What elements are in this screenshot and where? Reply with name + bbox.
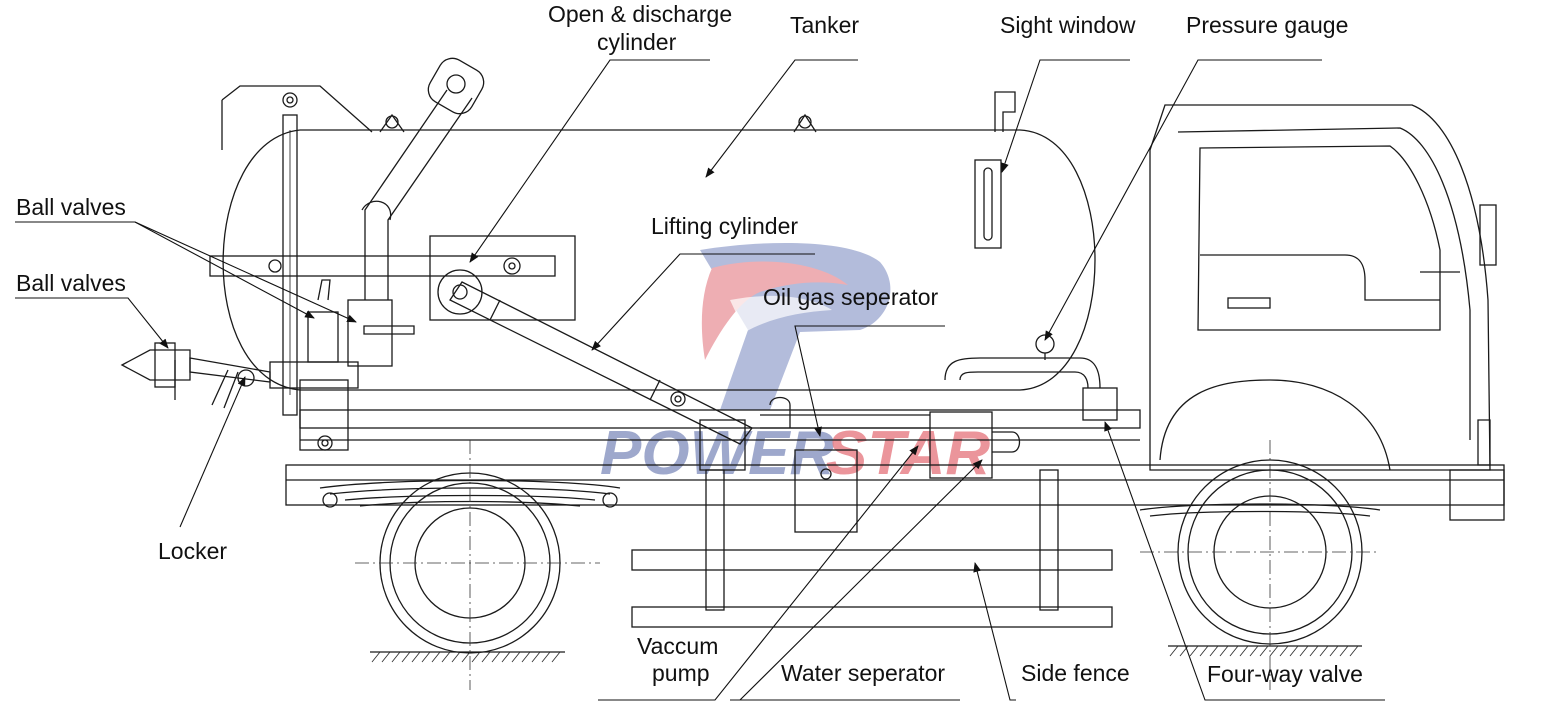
sight-window xyxy=(974,91,1016,249)
label-pressure-gauge: Pressure gauge xyxy=(1186,12,1348,38)
front-leaf-spring xyxy=(1139,503,1381,517)
open-discharge-cylinder xyxy=(209,235,576,321)
vacuum-pump-unit xyxy=(699,396,1021,533)
watermark-text-star: STAR xyxy=(826,419,990,488)
label-four-way-valve: Four-way valve xyxy=(1207,661,1363,687)
label-vaccum-pump-line1: Vaccum xyxy=(637,633,718,659)
leader-lines xyxy=(15,59,1385,701)
ground-hatch-rear xyxy=(370,651,565,663)
label-open-discharge-line2: cylinder xyxy=(597,29,677,55)
label-oil-gas-separator: Oil gas seperator xyxy=(763,284,938,310)
intake-pipe xyxy=(361,57,485,300)
label-open-discharge-line1: Open & discharge xyxy=(548,1,732,27)
label-vaccum-pump-line2: pump xyxy=(652,660,710,686)
ground-hatch-front xyxy=(1168,645,1362,657)
truck-cab xyxy=(1149,104,1505,521)
watermark-text-power: POWER xyxy=(600,419,834,488)
label-lifting-cylinder: Lifting cylinder xyxy=(651,213,798,239)
side-fence xyxy=(631,469,1113,628)
four-way-valve-assembly xyxy=(944,334,1118,421)
front-wheel xyxy=(1140,440,1380,690)
rear-valves xyxy=(120,279,415,409)
lifting-cylinder xyxy=(449,281,753,445)
label-ball-valves-lower: Ball valves xyxy=(16,270,126,296)
rear-leaf-spring xyxy=(319,479,621,508)
label-water-separator: Water seperator xyxy=(781,660,945,686)
label-sight-window: Sight window xyxy=(1000,12,1136,38)
label-tanker: Tanker xyxy=(790,12,859,38)
rear-frame xyxy=(282,114,349,451)
label-side-fence: Side fence xyxy=(1021,660,1130,686)
label-ball-valves-upper: Ball valves xyxy=(16,194,126,220)
rear-wheel xyxy=(355,440,600,690)
tank-body xyxy=(221,85,1096,395)
label-locker: Locker xyxy=(158,538,227,564)
